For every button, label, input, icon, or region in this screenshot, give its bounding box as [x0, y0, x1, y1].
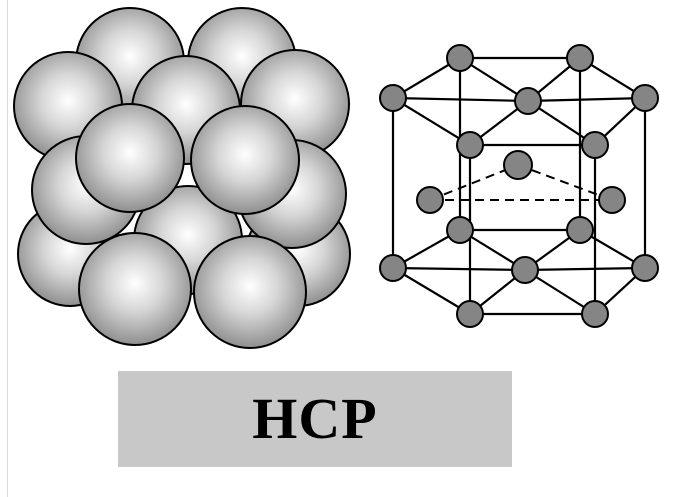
hcp-label-box: HCP: [118, 371, 512, 467]
atom: [631, 84, 659, 112]
left-edge-line: [7, 0, 8, 497]
atom: [581, 300, 609, 328]
atom: [379, 84, 407, 112]
sphere: [193, 235, 307, 349]
atom: [581, 131, 609, 159]
sphere-packing-model: [13, 7, 351, 349]
hcp-label: HCP: [252, 386, 378, 451]
lattice-atoms: [379, 44, 659, 328]
atom: [631, 254, 659, 282]
atom: [566, 44, 594, 72]
unit-cell-model: [379, 44, 659, 328]
atom: [379, 254, 407, 282]
atom: [446, 216, 474, 244]
atom: [598, 186, 626, 214]
atom: [503, 150, 533, 180]
atom: [456, 131, 484, 159]
sphere: [190, 105, 300, 215]
atom: [456, 300, 484, 328]
atom: [514, 87, 542, 115]
atom: [511, 256, 539, 284]
mid-plane-dashes: [429, 164, 613, 201]
sphere: [78, 232, 192, 346]
sphere: [75, 103, 185, 213]
atom: [446, 44, 474, 72]
atom: [566, 216, 594, 244]
atom: [416, 186, 444, 214]
